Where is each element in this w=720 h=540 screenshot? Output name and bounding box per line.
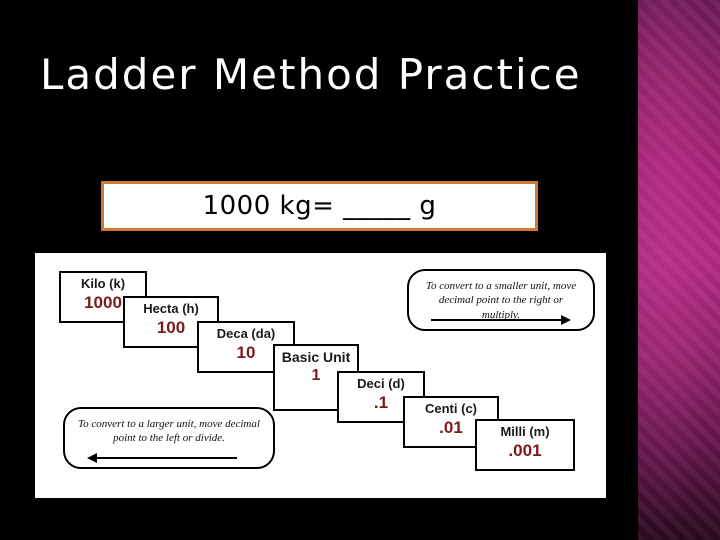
note-convert-smaller-text: To convert to a smaller unit, move decim… <box>425 280 577 321</box>
arrow-right-line <box>431 319 561 321</box>
ladder-step-kilo: Kilo (k) 1000 <box>59 271 147 323</box>
page-title: Ladder Method Practice <box>40 50 582 99</box>
problem-box: 1000 kg= _____ g <box>101 181 538 231</box>
ladder-step-centi-value: .01 <box>439 417 463 437</box>
ladder-step-kilo-value: 1000 <box>84 292 122 312</box>
arrow-left-head <box>87 453 97 463</box>
note-convert-larger-text: To convert to a larger unit, move decima… <box>78 418 260 445</box>
ladder-step-basic-unit-label: Basic Unit <box>281 349 351 365</box>
ladder-step-milli-unit: Milli (m) <box>500 424 550 439</box>
arrow-right-head <box>561 315 571 325</box>
ladder-diagram: To convert to a smaller unit, move decim… <box>33 251 608 500</box>
ladder-step-hecta-unit: Hecta (h) <box>143 301 199 316</box>
arrow-right-icon <box>431 315 571 325</box>
ladder-step-deca-unit: Deca (da) <box>216 326 276 341</box>
ladder-step-deci-value: .1 <box>373 392 389 412</box>
ladder-step-kilo-unit: Kilo (k) <box>80 276 126 291</box>
ladder-step-centi-unit: Centi (c) <box>425 401 477 416</box>
ladder-step-milli: Milli (m) .001 <box>475 419 575 471</box>
ladder-step-hecta-value: 100 <box>156 317 186 337</box>
ladder-step-deci-unit: Deci (d) <box>357 376 405 391</box>
decorative-purple-glow <box>638 0 720 540</box>
arrow-left-icon <box>87 453 237 463</box>
problem-text: 1000 kg= _____ g <box>202 191 437 221</box>
arrow-left-line <box>97 457 237 459</box>
ladder-step-basic-unit-value: 1 <box>311 367 321 385</box>
ladder-step-deca-value: 10 <box>236 342 256 362</box>
decorative-purple-band <box>638 0 720 540</box>
ladder-step-milli-value: .001 <box>508 440 542 460</box>
